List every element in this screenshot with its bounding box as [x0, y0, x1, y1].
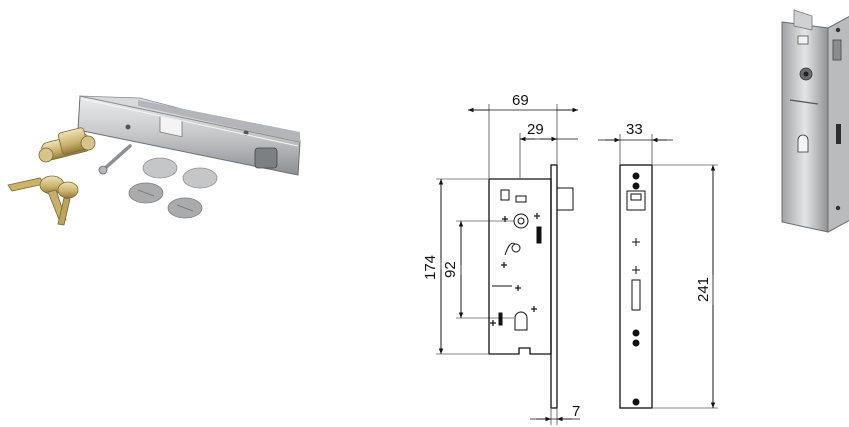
dim-text-92: 92: [442, 261, 459, 278]
fixing-marks: [490, 213, 540, 326]
dim-text-69: 69: [512, 92, 529, 109]
screw-image: [98, 144, 132, 175]
front-view-drawing: [436, 104, 580, 425]
lock-kit-photo: [7, 95, 301, 226]
dim-text-29: 29: [527, 121, 544, 138]
mortise-lock-body-image: [77, 95, 301, 176]
cover-caps-image: [128, 157, 218, 219]
dim-text-33: 33: [626, 121, 643, 138]
dim-text-241: 241: [695, 277, 712, 302]
mortise-lock-photo: [781, 9, 849, 233]
faceplate-view-drawing: [598, 134, 718, 409]
euro-cylinder-image: [38, 127, 96, 163]
keys-image: [7, 175, 79, 226]
dim-text-174: 174: [422, 255, 439, 280]
dim-text-7: 7: [572, 403, 580, 420]
